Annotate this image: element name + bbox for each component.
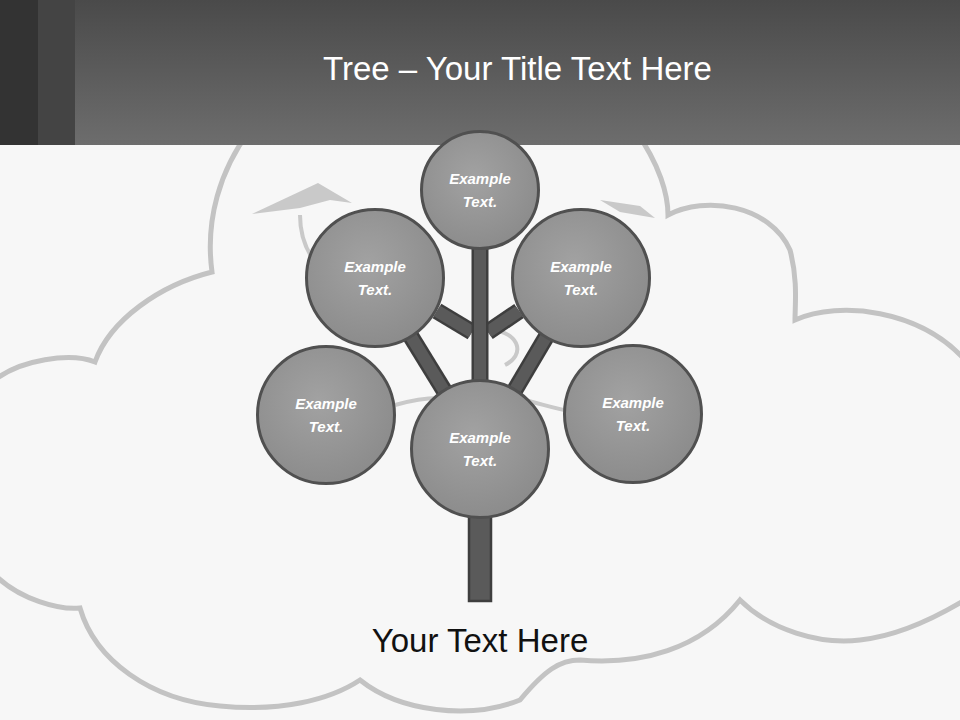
branch-stroke — [472, 248, 489, 381]
branch-stroke — [515, 337, 547, 391]
tree-circle: Example Text. — [420, 130, 540, 250]
circle-shape — [420, 130, 540, 250]
tree-circle: Example Text. — [410, 379, 550, 519]
circle-shape — [511, 208, 651, 348]
circle-label: Example Text. — [563, 391, 703, 437]
circle-label: Example Text. — [256, 392, 396, 438]
tree-branch — [411, 336, 445, 391]
branch-stroke — [515, 337, 547, 391]
branch-stroke — [411, 336, 445, 391]
tree-trunk — [469, 505, 491, 601]
circle-label: Example Text. — [410, 426, 550, 472]
header-stripe — [38, 0, 75, 145]
header-stripe — [0, 0, 38, 145]
circle-shape — [563, 344, 703, 484]
circle-label: Example Text. — [420, 167, 540, 213]
branch-stroke — [411, 336, 445, 391]
tree-circle: Example Text. — [305, 208, 445, 348]
cloud-outline — [0, 130, 960, 711]
tree-branch — [480, 248, 481, 381]
slide-title: Tree – Your Title Text Here — [75, 50, 960, 88]
header-bar — [0, 0, 960, 145]
slide-caption: Your Text Here — [0, 622, 960, 660]
tree-branch — [515, 337, 547, 391]
branch-stroke — [474, 248, 486, 381]
circle-label: Example Text. — [511, 255, 651, 301]
tree-circle: Example Text. — [563, 344, 703, 484]
circle-shape — [410, 379, 550, 519]
circle-label: Example Text. — [305, 255, 445, 301]
circle-shape — [256, 345, 396, 485]
tree-circle: Example Text. — [511, 208, 651, 348]
tree-circle: Example Text. — [256, 345, 396, 485]
circle-shape — [305, 208, 445, 348]
